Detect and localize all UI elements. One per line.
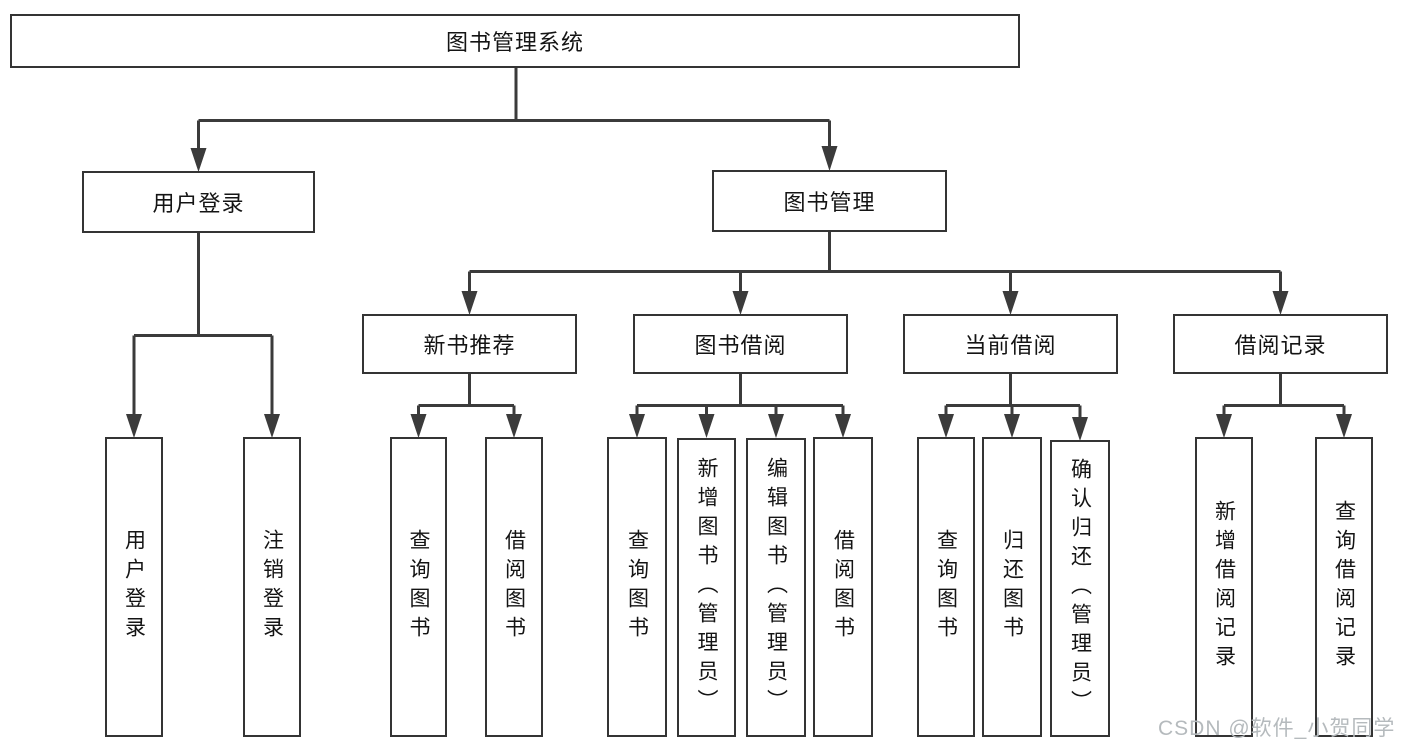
leaf-query-books-current: 查询图书	[917, 437, 975, 737]
node-book-borrowing: 图书借阅	[633, 314, 848, 374]
arrowhead-leaf1	[126, 414, 142, 438]
node-book-management: 图书管理	[712, 170, 947, 232]
csdn-watermark: CSDN @软件_小贺同学	[1158, 717, 1396, 740]
arrowhead-leaf11	[1072, 417, 1088, 441]
leaf-query-borrow-record: 查询借阅记录	[1315, 437, 1373, 737]
leaf-confirm-return-admin-label: 确认归还（管理员）	[1068, 458, 1092, 719]
arrowhead-current	[1002, 291, 1019, 315]
node-new-book-recommend: 新书推荐	[362, 314, 577, 374]
leaf-add-books-admin: 新增图书（管理员）	[677, 438, 736, 737]
leaf-borrow-books-newbook: 借阅图书	[485, 437, 543, 737]
arrowhead-newbook	[461, 291, 478, 315]
leaf-query-books-newbook-label: 查询图书	[407, 529, 430, 645]
leaf-add-borrow-record-label: 新增借阅记录	[1212, 500, 1236, 674]
arrowhead-book-mgmt	[821, 146, 838, 171]
node-user-login: 用户登录	[82, 171, 315, 233]
leaf-borrow-books-borrow-label: 借阅图书	[831, 529, 855, 645]
node-borrowing-records-label: 借阅记录	[1234, 333, 1327, 358]
arrowhead-leaf7	[768, 414, 784, 438]
node-new-book-recommend-label: 新书推荐	[423, 333, 516, 358]
leaf-query-books-borrow-label: 查询图书	[625, 529, 649, 645]
arrowhead-leaf10	[1004, 414, 1020, 438]
leaf-add-books-admin-label: 新增图书（管理员）	[695, 457, 718, 718]
leaf-query-books-borrow: 查询图书	[607, 437, 667, 737]
node-book-management-label: 图书管理	[783, 190, 876, 215]
leaf-user-login-label: 用户登录	[122, 529, 146, 645]
arrowhead-leaf3	[410, 414, 427, 438]
node-current-borrowing: 当前借阅	[903, 314, 1118, 374]
arrowhead-leaf12	[1216, 414, 1232, 438]
leaf-borrow-books-newbook-label: 借阅图书	[502, 529, 526, 645]
leaf-edit-books-admin-label: 编辑图书（管理员）	[764, 457, 788, 718]
arrowhead-leaf4	[506, 414, 522, 438]
node-current-borrowing-label: 当前借阅	[964, 333, 1057, 358]
arrowhead-leaf8	[835, 414, 851, 438]
arrowhead-records	[1272, 291, 1289, 315]
leaf-borrow-books-borrow: 借阅图书	[813, 437, 873, 737]
arrowhead-user-login	[190, 148, 207, 172]
leaf-return-books-label: 归还图书	[1000, 529, 1024, 645]
arrowhead-leaf9	[938, 414, 954, 438]
node-user-login-label: 用户登录	[152, 191, 245, 216]
arrowhead-leaf5	[629, 414, 645, 438]
leaf-query-books-current-label: 查询图书	[934, 529, 958, 645]
leaf-logout-label: 注销登录	[260, 529, 284, 645]
arrowhead-borrow	[732, 291, 749, 315]
leaf-add-borrow-record: 新增借阅记录	[1195, 437, 1253, 737]
node-book-borrowing-label: 图书借阅	[694, 333, 787, 358]
leaf-query-books-newbook: 查询图书	[390, 437, 447, 737]
leaf-query-borrow-record-label: 查询借阅记录	[1332, 500, 1356, 674]
arrowhead-leaf2	[264, 414, 280, 438]
node-borrowing-records: 借阅记录	[1173, 314, 1388, 374]
leaf-confirm-return-admin: 确认归还（管理员）	[1050, 440, 1110, 737]
arrowhead-leaf6	[698, 414, 715, 438]
node-root-label: 图书管理系统	[445, 30, 584, 55]
leaf-logout: 注销登录	[243, 437, 301, 737]
leaf-edit-books-admin: 编辑图书（管理员）	[746, 438, 806, 737]
arrowhead-leaf13	[1336, 414, 1352, 438]
leaf-return-books: 归还图书	[982, 437, 1042, 737]
node-root-system: 图书管理系统	[10, 14, 1020, 68]
leaf-user-login: 用户登录	[105, 437, 163, 737]
